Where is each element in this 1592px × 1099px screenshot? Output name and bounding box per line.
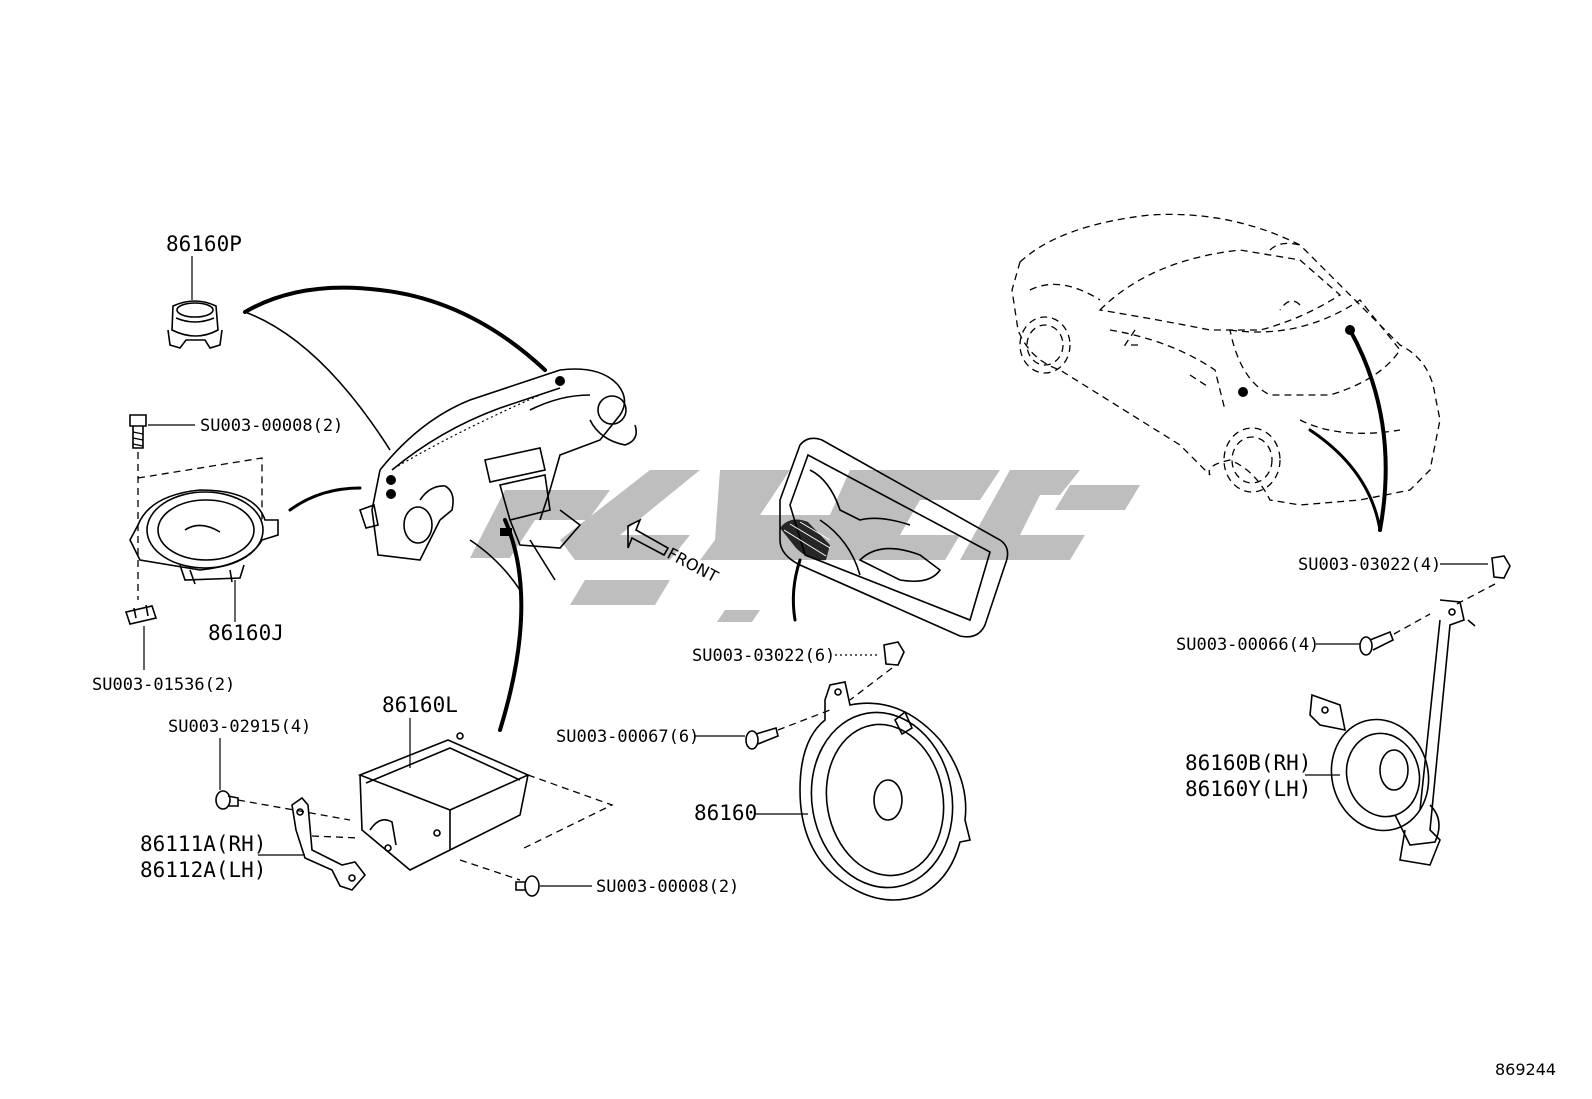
wire-door (791, 558, 802, 622)
wire-86160j (288, 486, 362, 512)
rear-speaker-86160b-86160y: 86160B(RH) 86160Y(LH) (1185, 599, 1476, 866)
car-body (1011, 213, 1441, 506)
label-su003-00067: SU003-00067(6) (556, 727, 699, 747)
wire-rear-speaker (1348, 328, 1388, 532)
screw-su003-00067: SU003-00067(6) (556, 709, 831, 750)
diagram-id: 869244 (1495, 1060, 1556, 1079)
label-su003-00008-bottom: SU003-00008(2) (596, 877, 739, 897)
amplifier-86160l: 86160L (237, 693, 614, 871)
label-86112a-lh: 86112A(LH) (140, 858, 266, 882)
door-speaker-grille (780, 519, 831, 561)
dashboard-assembly (358, 368, 638, 591)
label-86160b-rh: 86160B(RH) (1185, 751, 1311, 775)
label-su003-03022-6: SU003-03022(6) (692, 646, 835, 666)
label-86160l: 86160L (382, 693, 458, 717)
wire-rear-speaker-2 (1308, 428, 1382, 532)
wire-tweeter (243, 285, 547, 372)
bracket-86111a-86112a: 86111A(RH) 86112A(LH) (140, 796, 367, 891)
label-su003-00008-top: SU003-00008(2) (200, 416, 343, 436)
label-su003-03022-4: SU003-03022(4) (1298, 555, 1441, 575)
bolt-su003-00008-top: SU003-00008(2) (129, 414, 343, 449)
clip-su003-03022-4: SU003-03022(4) (1298, 555, 1511, 606)
speaker-86160j: 86160J (129, 457, 284, 645)
label-86160: 86160 (694, 801, 757, 825)
label-86111a-rh: 86111A(RH) (140, 832, 266, 856)
clip-su003-01536: SU003-01536(2) (92, 604, 235, 695)
tweeter-86160p: 86160P (166, 232, 242, 349)
bolt-su003-02915: SU003-02915(4) (168, 717, 311, 810)
label-86160y-lh: 86160Y(LH) (1185, 777, 1311, 801)
label-su003-01536: SU003-01536(2) (92, 675, 235, 695)
speaker-86160: 86160 (694, 681, 971, 901)
door-trim-panel (779, 437, 1009, 638)
label-su003-00066: SU003-00066(4) (1176, 635, 1319, 655)
label-86160p: 86160P (166, 232, 242, 256)
clip-su003-03022-6: SU003-03022(6) (692, 641, 905, 701)
wire-86160l (498, 518, 524, 732)
watermark-logo (470, 470, 1140, 622)
screw-su003-00066: SU003-00066(4) (1176, 613, 1431, 656)
label-su003-02915: SU003-02915(4) (168, 717, 311, 737)
bolt-su003-00008-bottom: SU003-00008(2) (459, 859, 739, 897)
label-86160j: 86160J (208, 621, 284, 645)
